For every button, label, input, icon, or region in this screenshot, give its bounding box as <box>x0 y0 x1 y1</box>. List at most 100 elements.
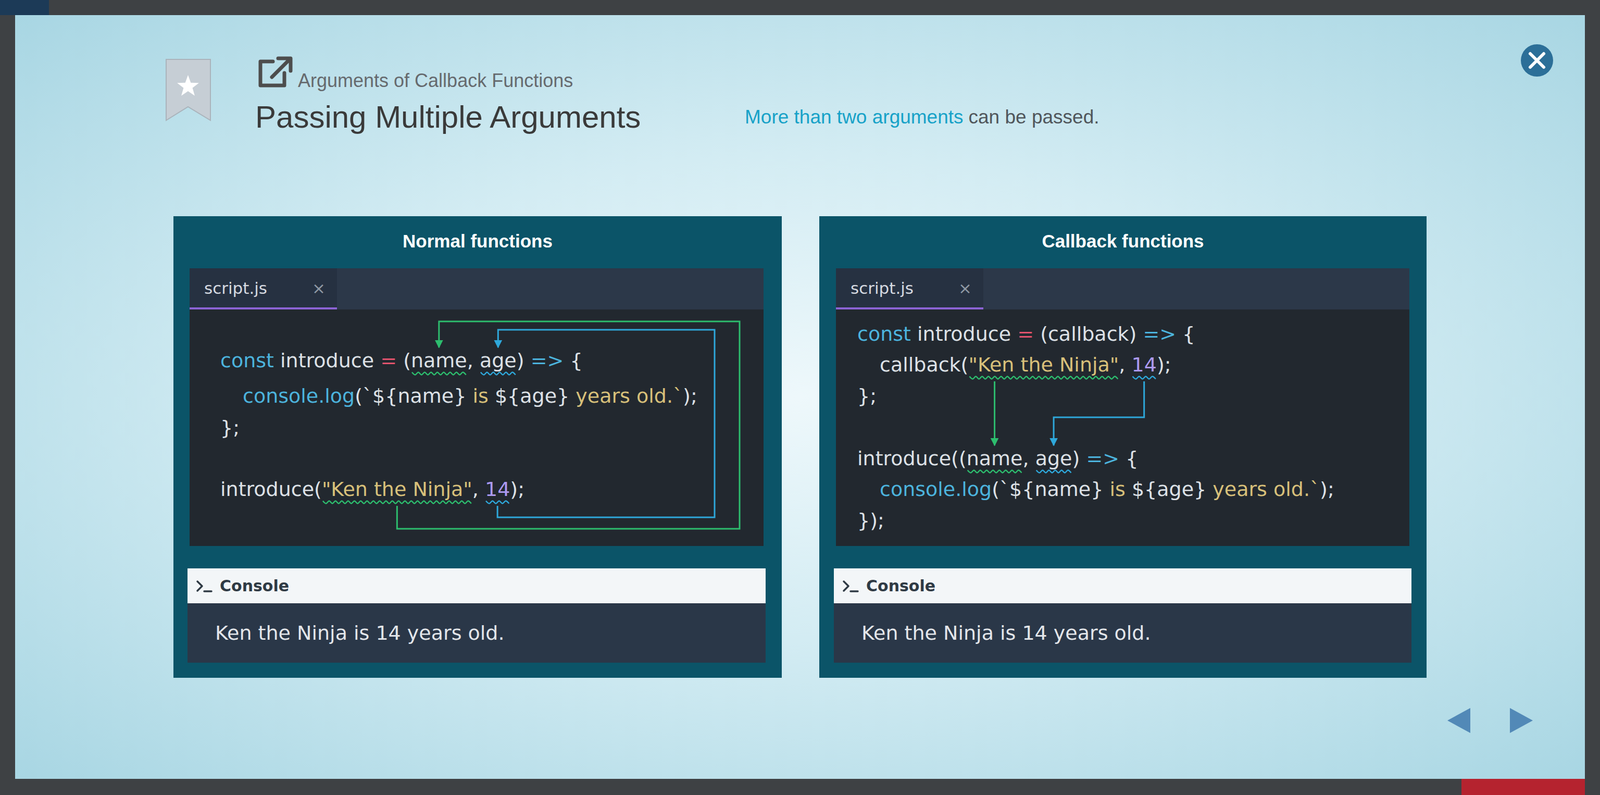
code-token: , <box>1118 353 1125 377</box>
code-token: ; <box>1327 477 1335 501</box>
code-token: const <box>857 322 911 346</box>
bookmark-icon <box>166 59 211 121</box>
code-token: 14 <box>484 477 510 501</box>
code-line: }; <box>857 383 877 409</box>
code-token: log <box>961 477 992 501</box>
code-line: }); <box>857 507 885 533</box>
code-token: introduce <box>917 322 1011 346</box>
code-token <box>396 348 404 372</box>
code-token: age <box>479 348 517 372</box>
file-tab: script.js × <box>835 268 984 310</box>
code-token: = <box>1017 322 1034 346</box>
code-token: old <box>636 384 667 408</box>
wavy-underline <box>322 501 472 504</box>
code-token <box>1010 322 1018 346</box>
console-panel: ConsoleKen the Ninja is 14 years old. <box>187 568 766 663</box>
console-icon <box>842 578 860 594</box>
code-token: const <box>220 348 274 372</box>
code-token: introduce <box>220 477 315 501</box>
tab-close: × <box>958 277 972 299</box>
code-token: => <box>1142 322 1177 346</box>
code-token: 14 <box>1131 353 1157 377</box>
code-token <box>273 348 281 372</box>
page-corner <box>0 0 49 16</box>
slide-title: Passing Multiple Arguments <box>255 98 641 136</box>
code-token: . <box>955 477 962 501</box>
code-token: ( <box>314 477 322 501</box>
code-token: ( <box>403 348 411 372</box>
panel-heading: Callback functions <box>819 230 1427 252</box>
code-token <box>1103 477 1110 501</box>
code-token: log <box>324 384 355 408</box>
code-token: } <box>857 508 870 532</box>
code-line: const introduce = (name, age) => { <box>220 347 583 373</box>
file-name: script.js <box>850 277 914 299</box>
code-token: { <box>1182 322 1195 346</box>
code-token: ; <box>517 477 525 501</box>
code-token <box>910 322 918 346</box>
code-token <box>630 384 637 408</box>
code-token <box>563 348 570 372</box>
code-token: old <box>1273 477 1304 501</box>
code-token <box>1267 477 1274 501</box>
slide-subtitle: Arguments of Callback Functions <box>297 69 573 92</box>
code-editor: const introduce = (callback) => {callbac… <box>835 268 1410 546</box>
console-panel: ConsoleKen the Ninja is 14 years old. <box>833 568 1412 663</box>
code-token: introduce <box>857 446 952 470</box>
external-link-arrow <box>271 58 291 78</box>
code-token <box>1119 446 1126 470</box>
code-token: ) <box>509 477 518 501</box>
argument-arrow <box>993 381 996 446</box>
close-cross <box>1530 53 1544 68</box>
code-token <box>569 384 576 408</box>
code-token <box>488 384 495 408</box>
code-line: const introduce = (callback) => { <box>857 321 1195 347</box>
code-token: console <box>879 477 956 501</box>
code-token: ; <box>869 384 877 408</box>
code-token: ` <box>362 384 373 408</box>
code-token <box>1029 446 1036 470</box>
code-token: ${age} <box>1131 477 1207 501</box>
file-tab: script.js × <box>189 268 337 310</box>
code-panel: Normal functionsconst introduce = (name,… <box>173 216 782 678</box>
code-token: , <box>1022 446 1029 470</box>
code-token: age <box>1035 446 1073 470</box>
code-token: } <box>857 384 870 408</box>
console-output: Ken the Ninja is 14 years old. <box>861 620 1152 646</box>
code-token: ` <box>999 477 1010 501</box>
code-line: callback("Ken the Ninja", 14); <box>879 352 1172 378</box>
console-output: Ken the Ninja is 14 years old. <box>215 620 505 646</box>
code-token <box>1176 322 1183 346</box>
code-token: name <box>410 348 468 372</box>
code-token: = <box>380 348 397 372</box>
file-name: script.js <box>204 277 268 299</box>
console-title: Console <box>219 576 290 596</box>
code-line: }; <box>220 415 240 441</box>
tab-close: × <box>311 277 326 299</box>
code-panel: Callback functionsconst introduce = (cal… <box>819 216 1427 678</box>
code-line: introduce("Ken the Ninja", 14); <box>220 476 525 502</box>
code-token: ( <box>991 477 1000 501</box>
code-token: callback <box>1047 322 1130 346</box>
code-token: ) <box>869 508 878 532</box>
code-token: ( <box>1040 322 1048 346</box>
code-token: ( <box>958 446 967 470</box>
code-token <box>1079 446 1086 470</box>
wavy-underline <box>969 376 1118 380</box>
code-token <box>1125 477 1132 501</box>
code-token: console <box>242 384 319 408</box>
page-button <box>1461 778 1585 795</box>
code-token: ) <box>1156 353 1165 377</box>
code-token: "Ken the Ninja" <box>321 477 473 501</box>
slide-note: can be passed. <box>968 105 1100 129</box>
wavy-underline <box>480 372 516 375</box>
code-token: introduce <box>280 348 374 372</box>
code-token: ${name} <box>372 384 467 408</box>
code-token: name <box>966 446 1023 470</box>
code-token: => <box>1085 446 1120 470</box>
slide-note: More than two arguments <box>744 105 964 129</box>
code-token <box>1206 477 1213 501</box>
argument-arrows <box>835 268 1410 546</box>
argument-arrow <box>497 329 715 518</box>
code-token <box>478 477 485 501</box>
